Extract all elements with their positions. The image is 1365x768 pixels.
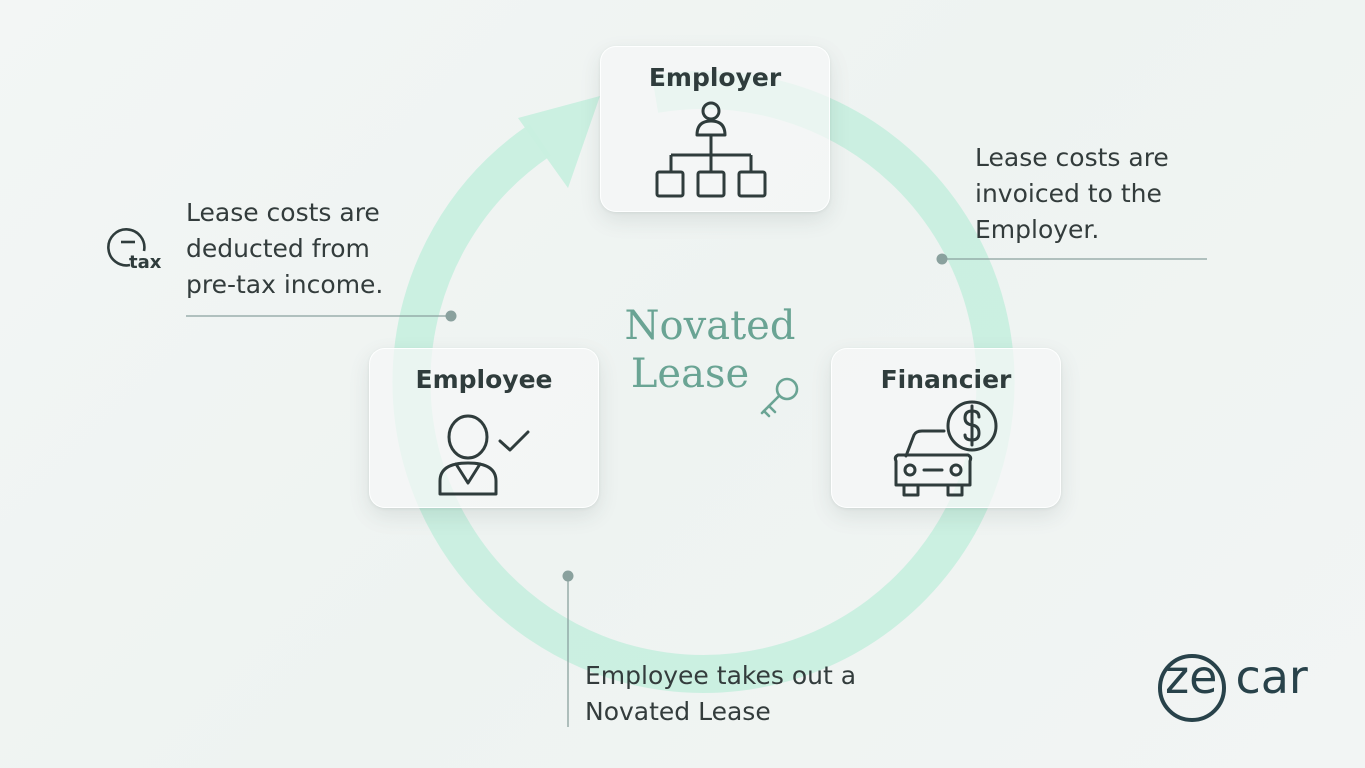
logo-ring [1158, 654, 1226, 722]
note-tax-line2: deducted from [186, 234, 370, 263]
employee-label: Employee [415, 365, 553, 394]
note-invoice-line3: Employer. [975, 215, 1100, 244]
center-title: Novated Lease [600, 302, 820, 398]
logo-text-right: car [1235, 650, 1308, 704]
note-tax-deduction: Lease costs are deducted from pre-tax in… [186, 195, 383, 303]
note-invoice: Lease costs are invoiced to the Employer… [975, 140, 1169, 248]
org-chart-icon [655, 101, 767, 198]
employer-label: Employer [648, 63, 782, 92]
center-title-line1: Novated [624, 303, 796, 349]
employee-card: Employee [369, 348, 599, 508]
note-employee-line1: Employee takes out a [585, 661, 857, 690]
note-tax-line3: pre-tax income. [186, 270, 384, 299]
person-check-icon [438, 414, 530, 496]
car-dollar-icon [893, 400, 998, 497]
center-title-line2: Lease [630, 351, 750, 397]
note-employee-takes: Employee takes out a Novated Lease [585, 658, 856, 730]
tax-minus-icon [107, 228, 146, 267]
tax-icon-label: tax [129, 252, 162, 273]
connector-dot-tax [445, 310, 457, 322]
financier-label: Financier [880, 365, 1012, 394]
note-tax-line1: Lease costs are [186, 198, 380, 227]
ring-arrow-head [518, 96, 600, 188]
note-invoice-line2: invoiced to the [975, 179, 1162, 208]
employer-card: Employer [600, 46, 830, 212]
financier-card: Financier [831, 348, 1061, 508]
connector-dot-employee [562, 570, 574, 582]
logo-text-left: ze [1165, 650, 1218, 704]
note-employee-line2: Novated Lease [585, 697, 771, 726]
connector-dot-invoice [936, 253, 948, 265]
note-invoice-line1: Lease costs are [975, 143, 1169, 172]
